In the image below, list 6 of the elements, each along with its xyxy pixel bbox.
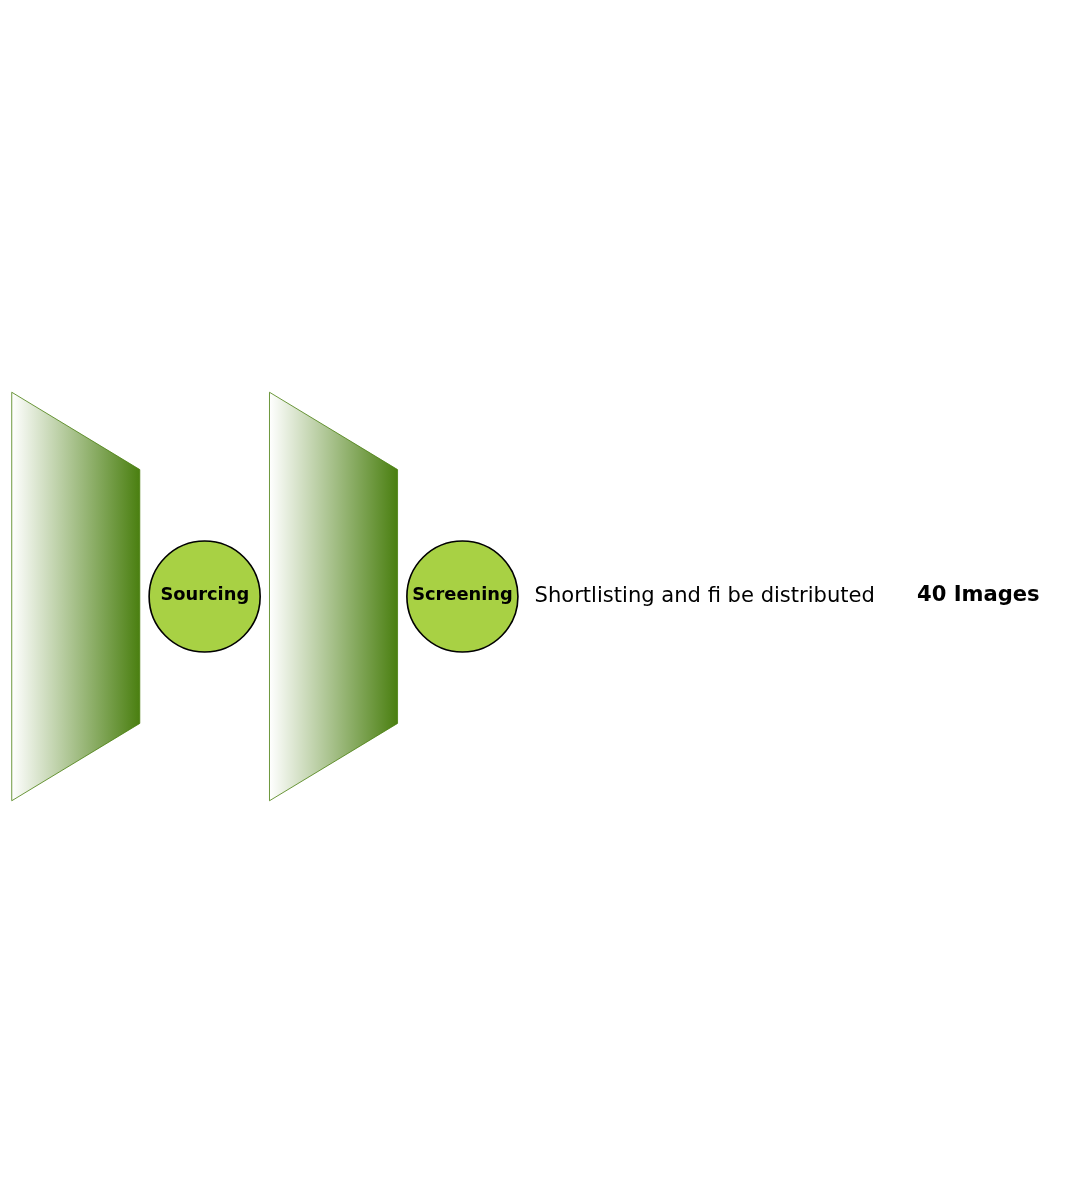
label: 40 Images bbox=[917, 580, 1040, 606]
node-band bbox=[269, 391, 398, 802]
label: Shortlisting and fi be distributed bbox=[534, 581, 875, 607]
node-band bbox=[11, 391, 141, 802]
node-circle: Sourcing bbox=[148, 540, 261, 653]
node-circle: Screening bbox=[406, 540, 519, 653]
